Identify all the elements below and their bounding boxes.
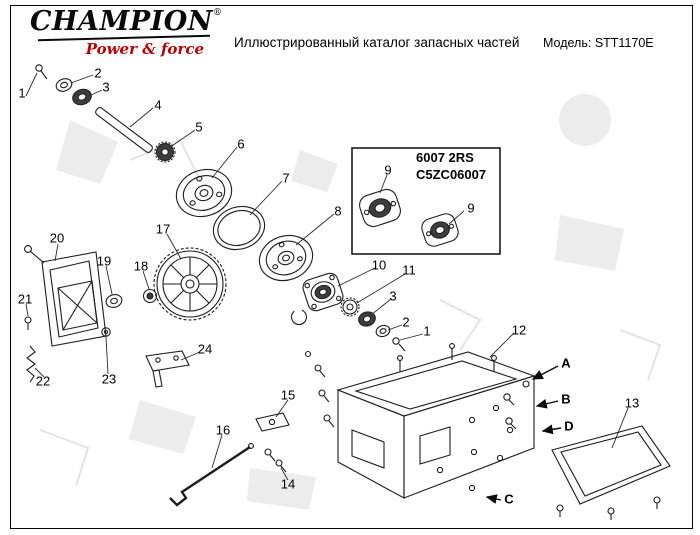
bearing-spec-line2: C5ZC06007	[416, 166, 487, 182]
bearing-spec: 6007 2RS C5ZC06007	[416, 150, 486, 184]
part-9-flange-bearing-left	[359, 188, 401, 228]
part-5-knurled-gear	[154, 141, 176, 163]
part-3-bearing	[72, 88, 92, 106]
part-1-bolt-lower	[392, 337, 406, 352]
logo-tagline: Power & force	[85, 40, 204, 58]
part-21-bolt	[24, 316, 32, 330]
catalog-title: Иллюстрированный каталог запасных частей	[234, 35, 520, 50]
part-22-spring	[26, 345, 36, 383]
champion-logo: CHAMPION® Power & force	[30, 6, 222, 58]
part-10-bearing-housing	[302, 272, 344, 312]
part-4-shaft	[95, 106, 153, 154]
assembly-arrows	[485, 365, 562, 504]
part-6-pulley	[175, 168, 233, 218]
model-label: Модель: STT1170E	[543, 36, 654, 50]
inset-box	[351, 147, 501, 255]
arrow-target-bolts	[468, 380, 530, 492]
part-7-ring	[212, 205, 266, 251]
part-20-frame	[24, 245, 107, 347]
part-2-washer-lower	[375, 324, 391, 338]
part-19-washer	[105, 294, 123, 308]
part-8-pulley	[258, 234, 314, 282]
bearing-spec-line1: 6007 2RS	[416, 150, 474, 165]
part-9-flange-bearing-right	[421, 213, 459, 247]
part-1-bolt	[35, 64, 48, 80]
housing-fasteners-left	[304, 350, 335, 428]
part-11-gear	[340, 297, 360, 317]
leader-lines	[25, 72, 629, 481]
part-13-cover-plate	[551, 425, 671, 520]
snap-ring	[290, 308, 308, 326]
background-watermark	[39, 94, 662, 510]
logo-row: CHAMPION®	[30, 6, 222, 37]
part-18-bushing	[142, 288, 158, 304]
part-2-washer	[55, 78, 73, 92]
part-24-bracket	[145, 350, 190, 388]
part-14-bolts	[264, 448, 287, 473]
part-3-bearing-lower	[358, 311, 376, 327]
part-16-rod	[169, 443, 254, 507]
part-12-housing	[336, 343, 536, 499]
registered-trademark-icon: ®	[212, 8, 222, 18]
part-23-pin	[101, 327, 111, 337]
part-15-bracket	[255, 412, 290, 432]
part-17-gear-wheel	[153, 247, 227, 321]
logo-wordmark: CHAMPION	[30, 6, 213, 37]
